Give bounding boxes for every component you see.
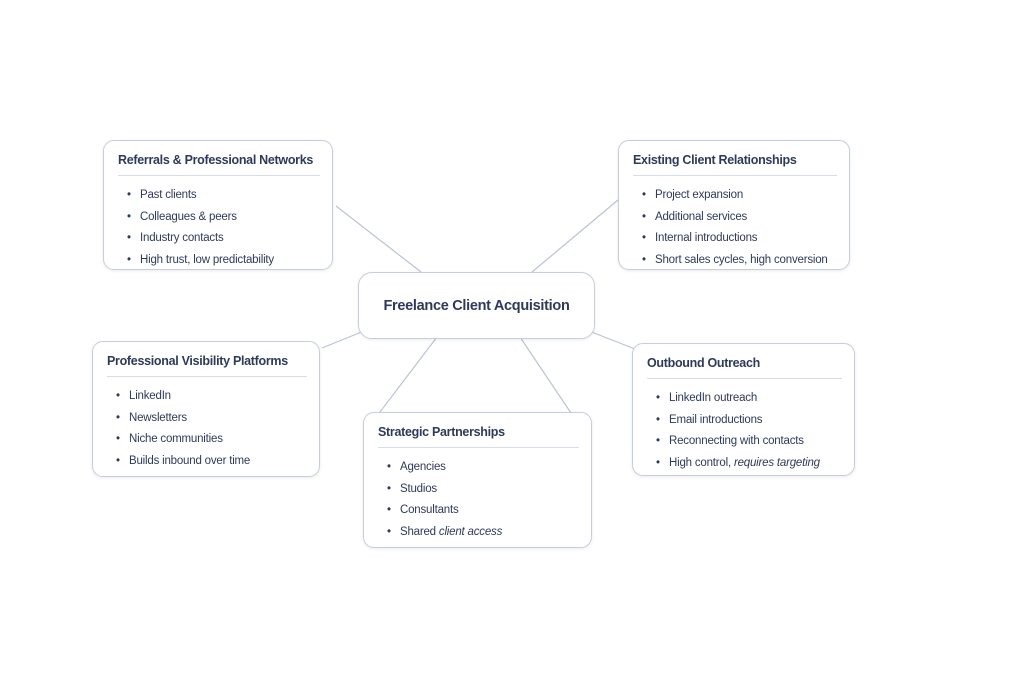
node-box-visibility[interactable]: Professional Visibility Platforms Linked… [92, 341, 320, 477]
list-item: Agencies [387, 457, 579, 479]
list-item: Builds inbound over time [116, 451, 307, 473]
list-item: Past clients [127, 185, 320, 207]
node-item-list: Project expansionAdditional servicesInte… [633, 185, 837, 271]
list-item: Shared client access [387, 522, 579, 544]
list-item: Newsletters [116, 408, 307, 430]
node-title: Existing Client Relationships [633, 153, 797, 167]
list-item: LinkedIn outreach [656, 388, 842, 410]
list-item: Reconnecting with contacts [656, 431, 842, 453]
connector-center-to-referrals [335, 205, 422, 273]
node-title: Referrals & Professional Networks [118, 153, 314, 167]
connector-center-to-outbound [588, 330, 636, 350]
node-item-list: Past clientsColleagues & peersIndustry c… [118, 185, 320, 271]
list-item: Colleagues & peers [127, 207, 320, 229]
list-item: High trust, low predictability [127, 250, 320, 272]
node-box-existing-clients[interactable]: Existing Client Relationships Project ex… [618, 140, 850, 271]
title-divider [118, 175, 320, 176]
list-item: Additional services [642, 207, 837, 229]
list-item: Internal introductions [642, 228, 837, 250]
list-item: Niche communities [116, 429, 307, 451]
title-divider [107, 376, 307, 377]
title-divider [378, 447, 579, 448]
node-title: Strategic Partnerships [378, 425, 505, 439]
list-item: LinkedIn [116, 386, 307, 408]
connector-center-to-partnerships-left [379, 336, 438, 413]
node-title: Outbound Outreach [647, 356, 760, 370]
list-item: Email introductions [656, 410, 842, 432]
node-item-list: LinkedIn outreachEmail introductionsReco… [647, 388, 842, 474]
list-item: Project expansion [642, 185, 837, 207]
connector-center-to-visibility [321, 330, 365, 349]
node-item-list: AgenciesStudiosConsultantsShared client … [378, 457, 579, 543]
title-divider [647, 378, 842, 379]
node-box-partnerships[interactable]: Strategic Partnerships AgenciesStudiosCo… [363, 412, 592, 548]
list-item: Consultants [387, 500, 579, 522]
title-divider [633, 175, 837, 176]
center-node-title: Freelance Client Acquisition [383, 297, 570, 314]
list-item: High control, requires targeting [656, 453, 842, 475]
node-title: Professional Visibility Platforms [107, 354, 288, 368]
node-center[interactable]: Freelance Client Acquisition [358, 272, 595, 339]
list-item: Short sales cycles, high conversion [642, 250, 837, 272]
list-item: Studios [387, 479, 579, 501]
node-item-list: LinkedInNewslettersNiche communitiesBuil… [107, 386, 307, 472]
list-item: Industry contacts [127, 228, 320, 250]
node-box-outbound[interactable]: Outbound Outreach LinkedIn outreachEmail… [632, 343, 855, 476]
node-box-referrals[interactable]: Referrals & Professional Networks Past c… [103, 140, 333, 271]
connector-center-to-existing-clients [531, 199, 619, 273]
connector-center-to-partnerships-right [519, 336, 574, 417]
